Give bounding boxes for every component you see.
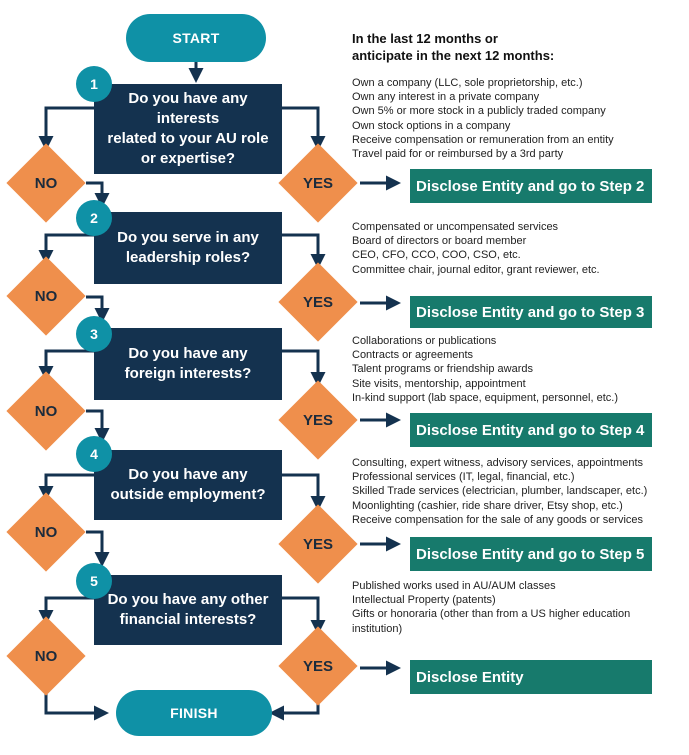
step-3-no-decision: NO — [6, 371, 86, 451]
step-4-disclose-box: Disclose Entity and go to Step 5 — [410, 537, 652, 571]
step-1-disclose-box: Disclose Entity and go to Step 2 — [410, 169, 652, 203]
step-5-number-badge: 5 — [76, 563, 112, 599]
step-2-yes-decision: YES — [278, 262, 358, 342]
step-1-no-decision: NO — [6, 143, 86, 223]
example-item: Intellectual Property (patents) — [352, 594, 496, 607]
example-item: Site visits, mentorship, appointment — [352, 377, 526, 390]
step-5-no-decision: NO — [6, 616, 86, 696]
step-2-number-badge: 2 — [76, 200, 112, 236]
step-1-examples: Own a company (LLC, sole proprietorship,… — [352, 76, 614, 161]
example-item: Talent programs or friendship awards — [352, 363, 533, 376]
step-2-question-line: leadership roles? — [125, 249, 251, 266]
step-5-disclose-box: Disclose Entity — [410, 660, 652, 694]
example-item: Skilled Trade services (electrician, plu… — [352, 485, 648, 498]
example-item: Travel paid for or reimbursed by a 3rd p… — [352, 148, 564, 161]
example-item: Compensated or uncompensated services — [352, 221, 559, 233]
step-3-yes-decision: YES — [278, 380, 358, 460]
step-4-no-label: NO — [34, 523, 58, 541]
step-5-question-line: Do you have any other — [107, 591, 269, 608]
example-item: Own stock options in a company — [352, 119, 511, 132]
example-item: Collaborations or publications — [352, 335, 497, 347]
example-item: Own any interest in a private company — [352, 91, 540, 104]
step-2-examples: Compensated or uncompensated services Bo… — [352, 220, 600, 277]
step-1-no-label: NO — [34, 174, 58, 192]
step-3-question-box: Do you have any foreign interests? — [94, 328, 282, 400]
example-item: In-kind support (lab space, equipment, p… — [352, 391, 618, 404]
step-2-disclose-box: Disclose Entity and go to Step 3 — [410, 296, 652, 328]
step-5-examples: Published works used in AU/AUM classes I… — [352, 579, 630, 636]
example-item: Receive compensation for the sale of any… — [352, 513, 644, 526]
step-4-number-badge: 4 — [76, 436, 112, 472]
criteria-header-line2: anticipate in the next 12 months: — [352, 48, 555, 63]
step-1-yes-label: YES — [302, 174, 333, 192]
step-1-question-line: Do you have any interests — [128, 90, 248, 127]
example-item: Gifts or honoraria (other than from a US… — [352, 608, 631, 621]
step-5-yes-label: YES — [302, 657, 333, 675]
step-4-yes-label: YES — [302, 535, 333, 553]
step-2-question-line: Do you serve in any — [117, 229, 259, 246]
step-2-no-label: NO — [34, 287, 58, 305]
example-item: Board of directors or board member — [352, 235, 527, 248]
step-4-question-line: outside employment? — [110, 486, 266, 503]
step-2-yes-label: YES — [302, 293, 333, 311]
example-item: Contracts or agreements — [352, 349, 474, 362]
start-terminal: START — [126, 14, 266, 62]
criteria-header-line1: In the last 12 months or — [352, 31, 498, 46]
step-1-number-badge: 1 — [76, 66, 112, 102]
step-3-yes-label: YES — [302, 411, 333, 429]
example-item: Consulting, expert witness, advisory ser… — [352, 457, 644, 469]
step-3-question-line: foreign interests? — [124, 365, 252, 382]
finish-terminal: FINISH — [116, 690, 272, 736]
step-5-question-box: Do you have any other financial interest… — [94, 575, 282, 645]
step-3-no-label: NO — [34, 402, 58, 420]
step-3-examples: Collaborations or publications Contracts… — [352, 334, 618, 405]
step-1-question-box: Do you have any interests related to you… — [94, 84, 282, 174]
example-item: Published works used in AU/AUM classes — [352, 580, 556, 592]
example-item: Own a company (LLC, sole proprietorship,… — [352, 77, 583, 89]
example-item: Professional services (IT, legal, financ… — [352, 471, 575, 484]
step-4-yes-decision: YES — [278, 504, 358, 584]
step-3-disclose-box: Disclose Entity and go to Step 4 — [410, 413, 652, 447]
step-3-question-line: Do you have any — [128, 345, 248, 362]
step-4-question-box: Do you have any outside employment? — [94, 450, 282, 520]
step-1-question-line: related to your AU role — [107, 130, 269, 147]
step-2-no-decision: NO — [6, 256, 86, 336]
step-2-question-box: Do you serve in any leadership roles? — [94, 212, 282, 284]
step-5-no-label: NO — [34, 647, 58, 665]
step-3-number-badge: 3 — [76, 316, 112, 352]
example-item: Receive compensation or remuneration fro… — [352, 133, 614, 146]
example-item: institution) — [352, 622, 403, 635]
step-4-examples: Consulting, expert witness, advisory ser… — [352, 456, 647, 527]
example-item: Moonlighting (cashier, ride share driver… — [352, 499, 623, 512]
example-item: CEO, CFO, CCO, COO, CSO, etc. — [352, 249, 521, 262]
step-4-question-line: Do you have any — [128, 466, 248, 483]
criteria-header: In the last 12 months or anticipate in t… — [352, 30, 554, 64]
example-item: Own 5% or more stock in a publicly trade… — [352, 105, 606, 118]
step-5-yes-decision: YES — [278, 626, 358, 706]
step-1-question-line: or expertise? — [140, 150, 236, 167]
step-1-yes-decision: YES — [278, 143, 358, 223]
example-item: Committee chair, journal editor, grant r… — [352, 263, 600, 276]
step-4-no-decision: NO — [6, 492, 86, 572]
step-5-question-line: financial interests? — [119, 611, 257, 628]
